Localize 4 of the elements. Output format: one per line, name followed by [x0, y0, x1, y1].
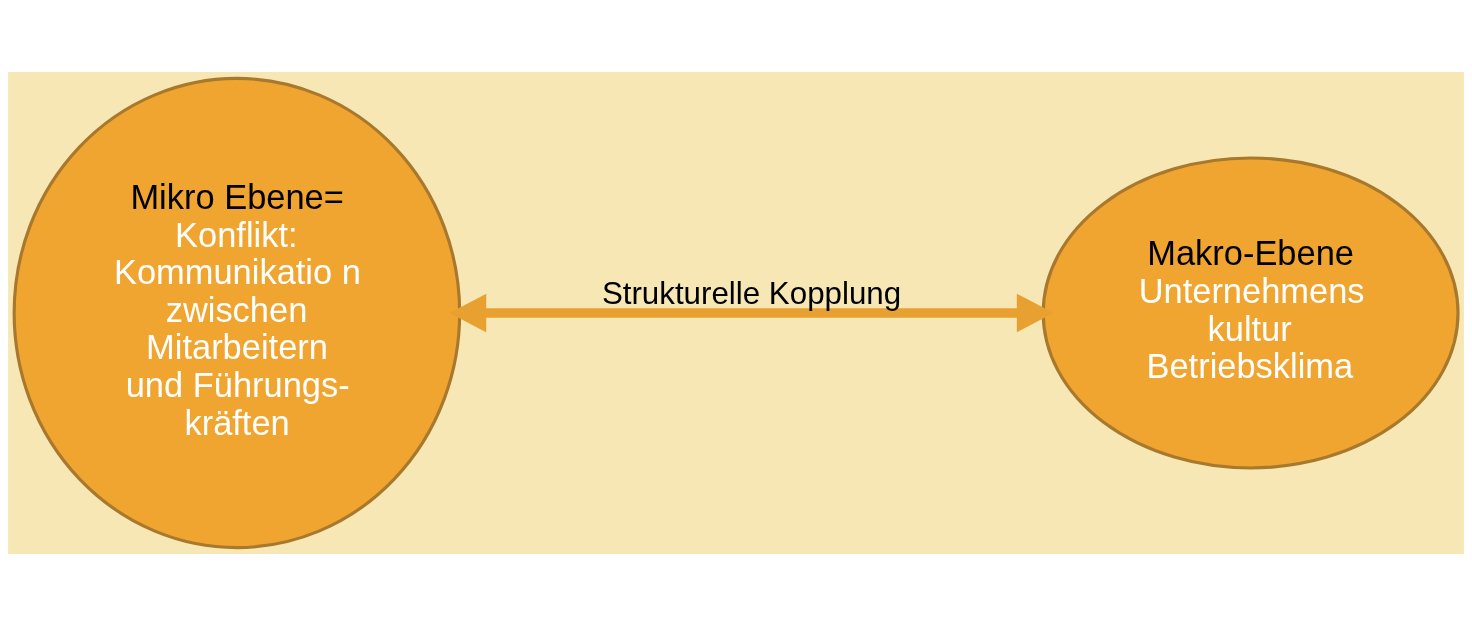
arrow — [449, 293, 1054, 333]
node-ellipse: Makro-Ebene Unternehmens kultur Betriebsklima — [1041, 156, 1460, 470]
edge-label: Strukturelle Kopplung — [601, 275, 902, 311]
node-circle: Mikro Ebene= Konflikt: Kommunikatio n zwischen Mitarbeitern und Führungs- kräften — [12, 76, 462, 550]
